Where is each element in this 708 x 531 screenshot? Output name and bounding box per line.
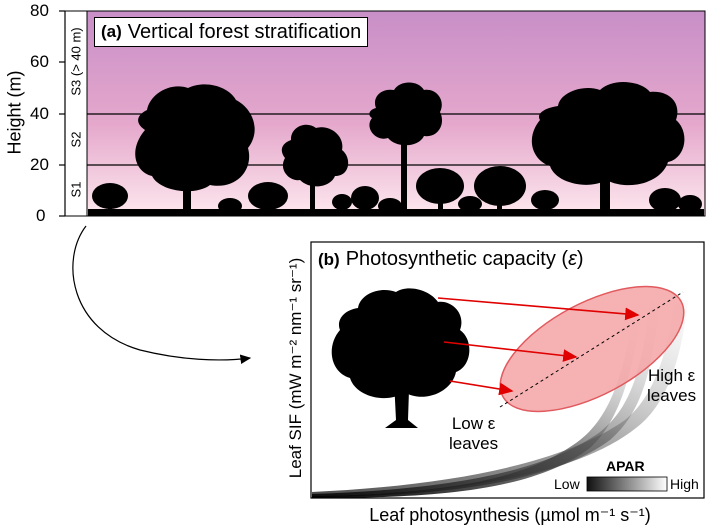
panel-a-y-axis-label: Height (m) [4, 70, 25, 155]
epsilon-symbol: ε [568, 248, 577, 270]
oak-tree-icon [331, 288, 470, 428]
apar-gradient-bar [586, 476, 668, 492]
y-tick-40: 40 [30, 104, 49, 123]
panel-b-title: Photosynthetic capacity (ε) [345, 248, 584, 270]
stratum-label-s1: S1 [68, 181, 84, 198]
panel-a-title: Vertical forest stratification [127, 20, 362, 43]
panel-b-title-row: (b) Photosynthetic capacity (ε) [318, 248, 584, 271]
red-arrows [437, 297, 640, 396]
panel-a-title-box: (a) Vertical forest stratification [94, 17, 369, 47]
arrow-top [437, 297, 640, 321]
y-tick-20: 20 [30, 155, 49, 174]
apar-high-label: High [670, 476, 699, 492]
apar-low-label: Low [554, 476, 580, 492]
arrow-bottom [449, 380, 514, 396]
low-epsilon-label: Low ε leaves [449, 414, 499, 453]
y-tick-60: 60 [30, 52, 49, 71]
panel-b-tag: (b) [318, 250, 340, 269]
high-epsilon-label: High ε leaves [647, 366, 697, 405]
panel-b-x-axis-label: Leaf photosynthesis (µmol m⁻¹ s⁻¹) [369, 505, 651, 525]
forest-silhouette [88, 81, 704, 216]
y-tick-80: 80 [30, 1, 49, 20]
panel-b-y-axis-label: Leaf SIF (mW m⁻² nm⁻¹ sr⁻¹) [286, 257, 305, 479]
connector-arrow [72, 225, 252, 365]
ellipse-axis [499, 291, 684, 408]
panel-a [59, 10, 706, 217]
panel-a-y-ticks [59, 10, 65, 217]
stratum-label-s3: S3 (> 40 m) [68, 27, 84, 96]
panel-b [310, 241, 705, 499]
panel-a-tag: (a) [101, 22, 122, 41]
light-response-bands [312, 300, 688, 498]
y-tick-0: 0 [36, 206, 46, 225]
apar-title: APAR [606, 458, 645, 474]
arrow-middle [443, 341, 578, 362]
stratum-label-s2: S2 [68, 131, 84, 148]
